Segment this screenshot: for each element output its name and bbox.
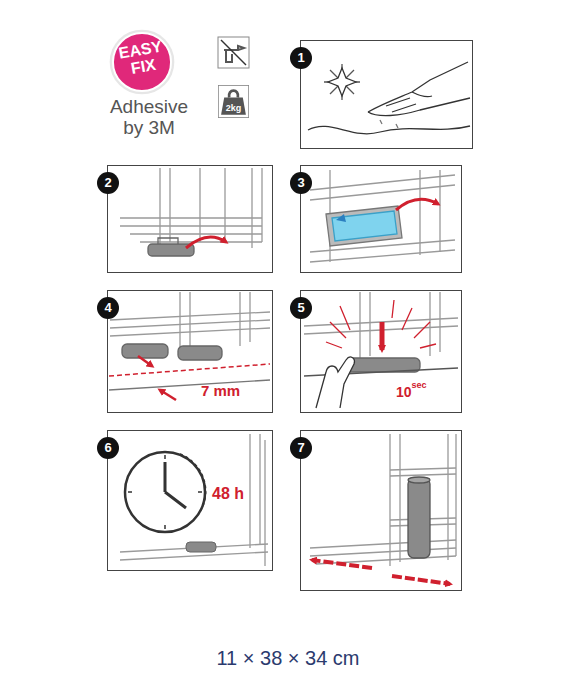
step-panel: 2 — [107, 165, 273, 273]
clock-48h — [120, 434, 268, 566]
cleaning-illustration — [308, 62, 470, 134]
weight-text: 2kg — [218, 103, 249, 113]
step-panel: 3 — [300, 165, 462, 273]
step-number: 1 — [290, 47, 312, 69]
weight-shape — [218, 85, 249, 118]
rack-step-4 — [109, 292, 270, 400]
dimensions: 11 × 38 × 34 cm — [0, 646, 576, 670]
step-number: 5 — [290, 297, 312, 319]
time-value: 10 — [396, 384, 412, 400]
dimension-label: 7 mm — [201, 382, 240, 399]
step-panel: 7 — [300, 430, 462, 591]
rack-step-3 — [310, 170, 455, 262]
step-panel: 47 mm — [107, 290, 273, 413]
rack-loaded — [310, 434, 456, 584]
step-number: 7 — [290, 437, 312, 459]
rack-step-2 — [120, 168, 262, 256]
step-number: 4 — [97, 297, 119, 319]
step-panel: 648 h — [107, 430, 273, 571]
easy-fix-badge: EASY FIX — [109, 29, 175, 95]
no-drill-icon — [218, 37, 249, 68]
wait-time: 48 h — [212, 485, 244, 503]
time-unit: sec — [412, 380, 427, 390]
step-number: 2 — [97, 172, 119, 194]
step-panel: 510sec — [300, 290, 462, 413]
step-number: 6 — [97, 437, 119, 459]
adhesive-note: Adhesive by 3M — [100, 97, 198, 139]
step-number: 3 — [290, 172, 312, 194]
rack-step-5 — [304, 292, 458, 408]
step-panel: 1 — [300, 40, 473, 149]
weight-icon: 2kg — [218, 85, 249, 118]
